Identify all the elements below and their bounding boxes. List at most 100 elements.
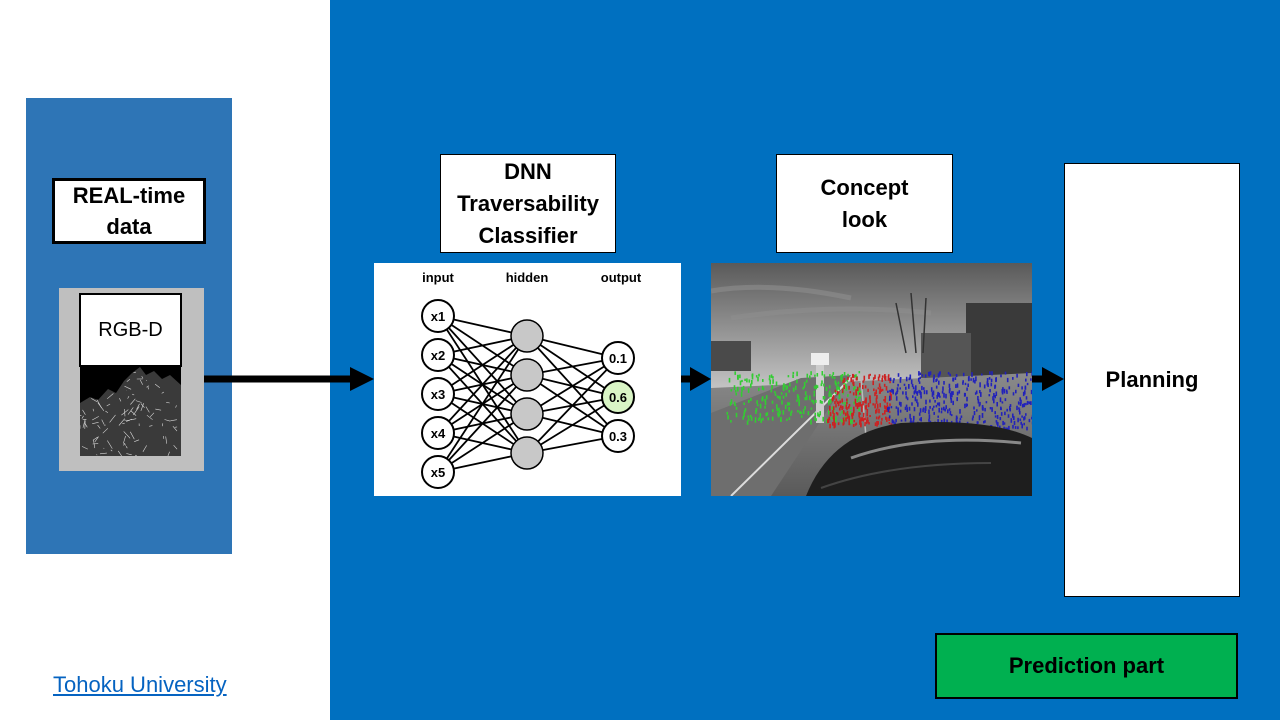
non-traversable-point xyxy=(885,386,888,391)
non-traversable-point xyxy=(886,417,888,422)
non-traversable-point xyxy=(866,409,869,413)
unknown-point xyxy=(908,406,911,411)
mesh-line xyxy=(131,393,135,396)
traversable-point xyxy=(792,374,794,378)
traversable-point xyxy=(833,376,836,380)
unknown-point xyxy=(1004,371,1007,375)
non-traversable-point xyxy=(851,412,853,417)
traversable-point xyxy=(772,409,774,413)
mesh-line xyxy=(167,451,170,456)
non-traversable-point xyxy=(860,422,862,427)
traversable-point xyxy=(843,372,846,376)
unknown-point xyxy=(897,383,899,387)
traversable-point xyxy=(805,379,808,383)
unknown-point xyxy=(1004,411,1006,416)
traversable-point xyxy=(758,373,760,377)
non-traversable-point xyxy=(852,392,855,396)
mesh-line xyxy=(146,385,150,388)
mesh-line xyxy=(107,440,113,449)
traversable-point xyxy=(756,400,758,404)
non-traversable-point xyxy=(858,412,860,417)
traversable-point xyxy=(859,396,861,399)
mesh-line xyxy=(154,383,160,388)
unknown-point xyxy=(937,373,940,378)
output-node-label: 0.6 xyxy=(609,390,627,405)
output-node: 0.6 xyxy=(601,380,635,414)
tohoku-university-link[interactable]: Tohoku University xyxy=(53,672,227,697)
traversable-point xyxy=(743,412,745,418)
traversable-point xyxy=(761,397,763,402)
non-traversable-point xyxy=(886,404,889,410)
unknown-point xyxy=(893,378,895,381)
non-traversable-point xyxy=(864,421,866,427)
traversable-point xyxy=(856,398,859,403)
traversable-point xyxy=(761,385,764,390)
non-traversable-point xyxy=(884,410,886,415)
non-traversable-point xyxy=(846,416,849,419)
nn-edge xyxy=(437,335,528,434)
traversable-point xyxy=(835,416,837,421)
non-traversable-point xyxy=(839,407,841,411)
non-traversable-point xyxy=(869,400,871,404)
unknown-point xyxy=(1000,374,1002,378)
unknown-point xyxy=(1026,382,1029,386)
non-traversable-point xyxy=(881,375,884,378)
traversable-point xyxy=(748,379,751,383)
traversable-point xyxy=(834,380,837,385)
unknown-point xyxy=(981,373,983,376)
traversable-point xyxy=(847,373,849,377)
unknown-point xyxy=(1030,389,1032,395)
traversable-point xyxy=(741,379,743,383)
unknown-point xyxy=(1026,400,1029,405)
traversable-point xyxy=(854,374,856,378)
traversable-point xyxy=(772,379,774,384)
traversable-point xyxy=(787,402,789,406)
unknown-point xyxy=(977,421,979,424)
unknown-point xyxy=(964,406,966,409)
traversable-point xyxy=(774,393,777,396)
traversable-point xyxy=(766,412,769,416)
unknown-point xyxy=(986,378,989,383)
traversable-point xyxy=(842,401,844,404)
concept-look-box: Concept look xyxy=(776,154,953,253)
unknown-point xyxy=(959,417,962,421)
unknown-point xyxy=(972,415,974,419)
non-traversable-point xyxy=(872,377,875,381)
traversable-point xyxy=(751,374,754,377)
non-traversable-point xyxy=(887,375,890,381)
input-node-label: x2 xyxy=(431,348,445,363)
traversable-point xyxy=(816,373,819,377)
traversable-point xyxy=(744,408,747,412)
unknown-point xyxy=(974,392,977,395)
unknown-point xyxy=(892,389,894,395)
mesh-line xyxy=(99,452,107,455)
unknown-point xyxy=(990,378,993,382)
unknown-point xyxy=(1009,406,1011,411)
mesh-line xyxy=(92,422,99,424)
traversable-point xyxy=(814,412,816,416)
unknown-point xyxy=(939,395,941,398)
unknown-point xyxy=(955,384,957,388)
traversable-point xyxy=(829,399,832,404)
non-traversable-point xyxy=(872,380,874,386)
unknown-point xyxy=(973,406,975,410)
non-traversable-point xyxy=(875,409,877,414)
non-traversable-point xyxy=(856,404,859,409)
non-traversable-point xyxy=(852,379,854,385)
traversable-point xyxy=(853,387,855,391)
traversable-point xyxy=(810,407,813,410)
unknown-point xyxy=(1023,403,1026,408)
unknown-point xyxy=(948,408,951,411)
unknown-point xyxy=(914,388,917,392)
unknown-point xyxy=(985,401,988,404)
unknown-point xyxy=(966,387,968,391)
unknown-point xyxy=(971,417,974,421)
unknown-point xyxy=(921,385,923,391)
mesh-line xyxy=(118,418,126,426)
non-traversable-point xyxy=(883,405,886,408)
unknown-point xyxy=(895,406,898,409)
non-traversable-point xyxy=(881,417,883,421)
traversable-point xyxy=(747,418,750,421)
unknown-point xyxy=(964,382,967,386)
input-node: x2 xyxy=(421,338,455,372)
